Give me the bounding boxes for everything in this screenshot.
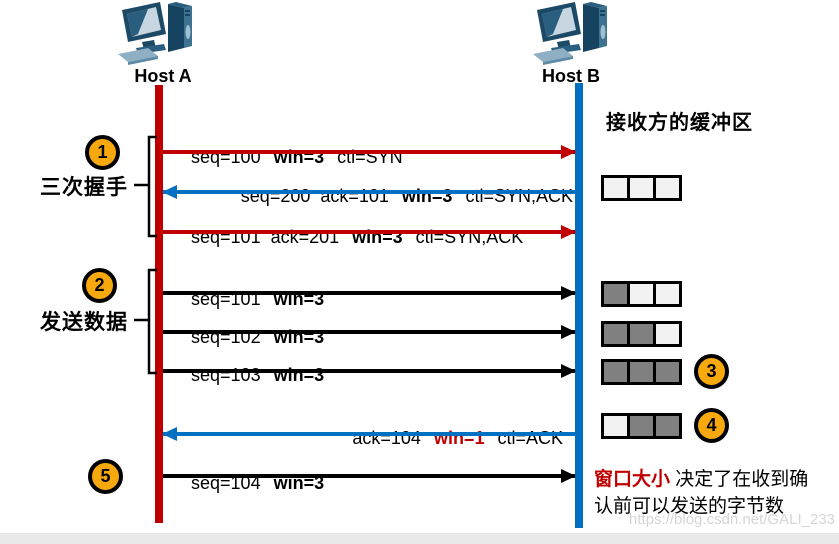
buffer-cell (630, 178, 653, 198)
buffer-row (601, 281, 682, 307)
buffer-cell (604, 324, 627, 344)
buffer-cell (656, 178, 679, 198)
step-badge-3: 3 (694, 354, 729, 389)
buffer-cell (630, 324, 653, 344)
receiver-buffer-title: 接收方的缓冲区 (606, 112, 753, 134)
msg-ctl: ctl=SYN,ACK (465, 186, 573, 206)
host-b-lifeline (575, 83, 583, 528)
buffer-cell (656, 362, 679, 382)
host-a-label: Host A (134, 66, 192, 86)
msg-ack: ack=104 (352, 428, 421, 448)
buffer-row (601, 175, 682, 201)
step-badge-5: 5 (88, 459, 123, 494)
group-label-send-data: 发送数据 (40, 311, 128, 334)
buffer-row (601, 321, 682, 347)
buffer-cell (604, 362, 627, 382)
arrow-data-102 (163, 325, 576, 339)
arrow-ack-104 (162, 427, 575, 441)
arrow-data-101 (163, 286, 576, 300)
buffer-cell (656, 284, 679, 304)
window-size-note-highlight: 窗口大小 (594, 469, 671, 490)
arrow-data-103 (163, 364, 576, 378)
arrow-ack (163, 225, 576, 239)
arrow-syn (163, 145, 576, 159)
msg-win: win=3 (401, 186, 453, 206)
msg-ctl: ctl=ACK (497, 428, 563, 448)
buffer-cell (656, 324, 679, 344)
step-badge-5-number: 5 (100, 466, 111, 486)
buffer-cell (630, 362, 653, 382)
bottom-edge-strip (0, 533, 839, 544)
msg-win: win=3 (273, 473, 325, 493)
buffer-cell (630, 416, 653, 436)
msg-win: win=3 (273, 365, 325, 385)
msg-win: win=1 (433, 428, 485, 448)
arrow-syn-ack (162, 185, 575, 199)
step-badge-1-number: 1 (97, 142, 108, 162)
window-size-note-rest: 决定了在收到确认前可以发送的字节数 (594, 469, 809, 517)
step-badge-4-number: 4 (706, 415, 717, 435)
group-label-handshake: 三次握手 (40, 176, 128, 199)
message-text-data-103: seq=103 win=3 (163, 344, 575, 407)
message-text-data-104: seq=104 win=3 (163, 452, 575, 515)
host-b-computer-icon (533, 2, 613, 66)
host-b-label: Host B (542, 66, 600, 86)
step-badge-3-number: 3 (706, 361, 717, 381)
buffer-row (601, 413, 682, 439)
step-badge-1: 1 (85, 135, 120, 170)
host-a-lifeline (155, 85, 163, 523)
buffer-cell (656, 416, 679, 436)
step-badge-2-number: 2 (94, 275, 105, 295)
buffer-cell (630, 284, 653, 304)
msg-seq: seq=103 (191, 365, 261, 385)
watermark-url: https://blog.csdn.net/GALI_233 (629, 511, 835, 528)
buffer-cell (604, 178, 627, 198)
window-size-note: 窗口大小 决定了在收到确认前可以发送的字节数 (594, 466, 814, 520)
step-badge-2: 2 (82, 268, 117, 303)
step-badge-4: 4 (694, 408, 729, 443)
buffer-cell (604, 416, 627, 436)
arrow-data-104 (163, 469, 576, 483)
msg-seq: seq=104 (191, 473, 261, 493)
buffer-cell (604, 284, 627, 304)
buffer-row (601, 359, 682, 385)
msg-seq: seq=200 ack=101 (240, 186, 389, 206)
host-a-computer-icon (118, 2, 198, 66)
